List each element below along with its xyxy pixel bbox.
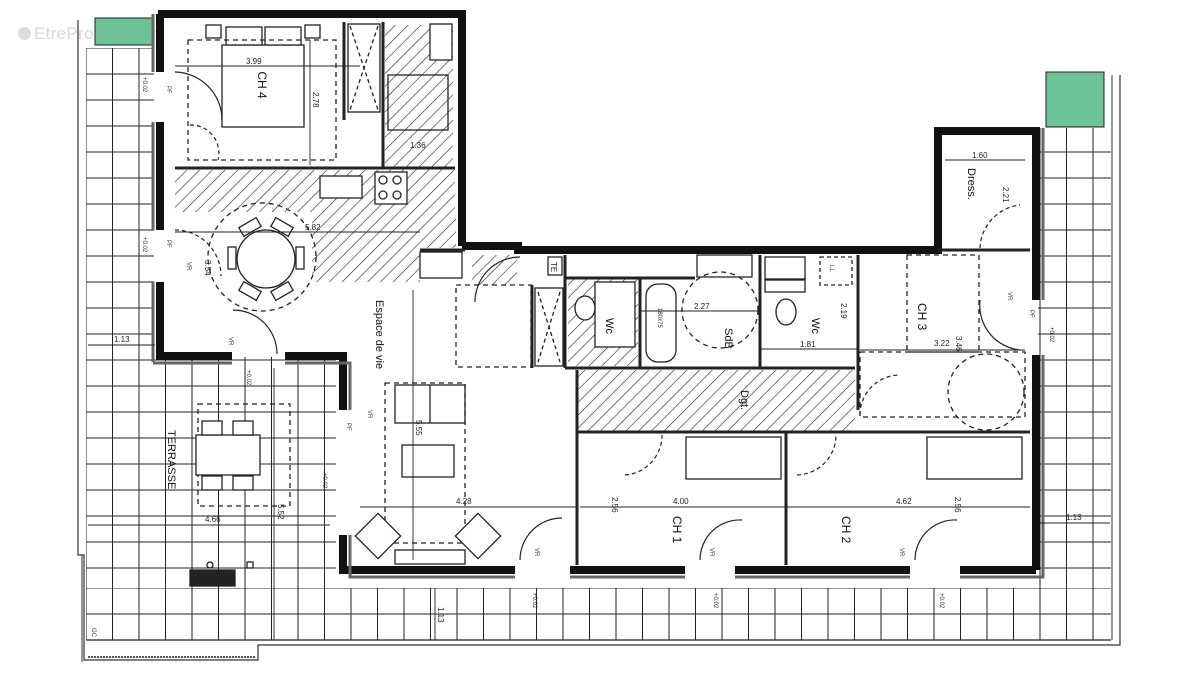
level-mark: +0.02: [245, 370, 251, 386]
dim-ch2-width: 4.62: [896, 497, 912, 506]
label-ll: LL: [828, 265, 834, 272]
door-tag: VR: [366, 410, 372, 419]
planter-left: [94, 17, 154, 46]
dim-kitchen: 5.82: [305, 223, 321, 232]
label-gc: GC: [90, 628, 96, 638]
door-tag: VR: [1006, 292, 1012, 301]
label-wc2: Wc: [809, 318, 821, 334]
door-tag: PF: [165, 86, 171, 94]
dim-ch3-depth: 3.46: [954, 336, 963, 352]
dim-terrasse-width: 4.66: [205, 515, 221, 524]
label-terrasse: TERRASSE: [165, 430, 177, 489]
level-mark: +0.02: [141, 77, 147, 93]
dim-ch3-width: 3.22: [934, 339, 950, 348]
planter-right: [1045, 71, 1105, 128]
dim-storage: 1.36: [410, 141, 426, 150]
dim-terrace-bottom: 1.13: [436, 607, 445, 623]
dim-dress-depth: 2.21: [1001, 187, 1010, 203]
door-tag: PF: [345, 423, 351, 431]
dim-ch4-depth: 2.78: [311, 92, 320, 108]
label-ch4: CH 4: [255, 71, 269, 99]
label-espace-de-vie: Espace de vie: [373, 300, 385, 369]
dim-dress-width: 1.60: [972, 151, 988, 160]
level-mark: +0.02: [1048, 327, 1054, 343]
door-tag: PF: [1028, 310, 1034, 318]
terrace-outline: [77, 20, 1121, 662]
label-dress: Dress.: [965, 168, 977, 200]
label-ch2: CH 2: [839, 516, 853, 544]
level-mark: +0.02: [712, 593, 718, 609]
door-tag: VR: [227, 337, 233, 346]
dim-terrasse-depth: 5.52: [276, 504, 285, 520]
door-tags: PF PF VR VR VR PF VR VR VR VR PF: [165, 86, 1034, 557]
door-tag: VR: [898, 548, 904, 557]
terrace-left-tiles: [86, 48, 1113, 641]
dim-ch1-depth: 2.56: [610, 497, 619, 513]
exterior-wall-shadow: [151, 14, 1045, 579]
doors: [174, 71, 1021, 561]
interior-walls: [175, 22, 1030, 565]
level-mark: +0.02: [938, 593, 944, 609]
dim-wc2-depth: 2.19: [839, 303, 848, 319]
level-marks: +0.02 +0.02 +0.02 +0.02 +0.02 +0.02 +0.0…: [141, 77, 1054, 609]
bath-size: 180x75: [656, 308, 662, 328]
dim-sdb: 2.27: [694, 302, 710, 311]
level-mark: +0.02: [141, 237, 147, 253]
furniture: [187, 23, 1026, 587]
label-ch3: CH 3: [915, 303, 929, 331]
label-te: TE: [549, 262, 558, 272]
dim-sejour-width: 4.28: [456, 497, 472, 506]
dim-dining: 3.54: [203, 260, 212, 276]
label-ch1: CH 1: [670, 516, 684, 544]
label-sdb: SdB: [722, 328, 734, 349]
door-tag: PF: [165, 240, 171, 248]
level-mark: +0.02: [321, 473, 327, 489]
label-wc1: Wc: [603, 318, 615, 334]
dim-sejour-depth: 5.55: [414, 420, 423, 436]
dim-terrace-right: 1.13: [1066, 513, 1082, 522]
label-dgt: Dgt.: [738, 390, 750, 410]
door-tag: VR: [708, 548, 714, 557]
dimension-lines: [88, 40, 1110, 640]
dim-terrace-left: 1.13: [114, 335, 130, 344]
door-tag: VR: [533, 548, 539, 557]
room-labels: CH 4 3.99 2.78 1.36 5.82 3.54 Espace de …: [90, 57, 1082, 638]
dim-ch4-width: 3.99: [246, 57, 262, 66]
dim-wc2-width: 1.81: [800, 340, 816, 349]
door-tag: VR: [185, 262, 191, 271]
copyright-icon: [18, 27, 31, 40]
level-mark: +0.02: [531, 593, 537, 609]
dim-ch1-width: 4.00: [673, 497, 689, 506]
dim-ch2-depth: 2.56: [953, 497, 962, 513]
